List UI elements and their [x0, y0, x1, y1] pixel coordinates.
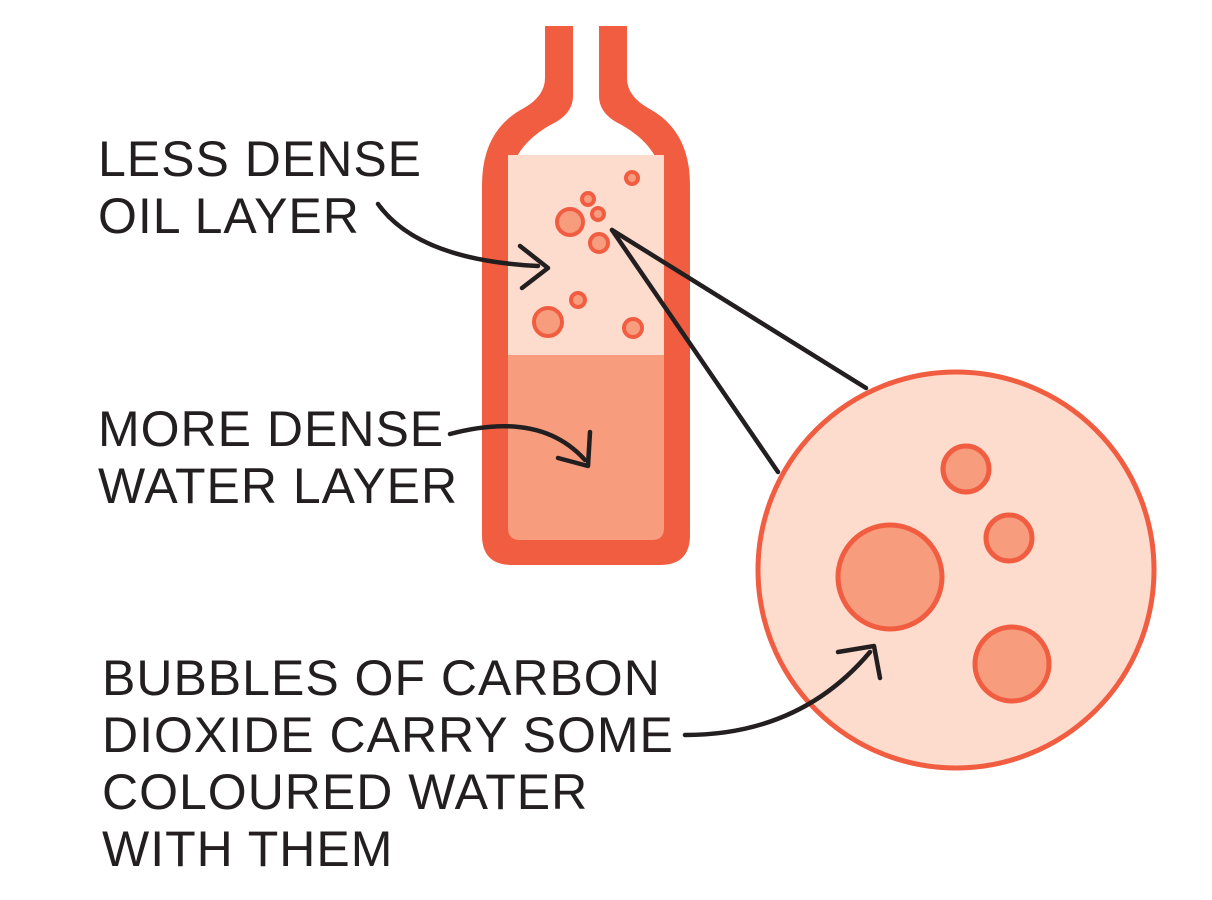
bubbles-label-line: DIOXIDE CARRY SOME — [102, 707, 674, 763]
bubbles-label-line: WITH THEM — [102, 821, 393, 877]
bottle — [482, 20, 690, 565]
magnified-bubbles — [835, 443, 1052, 704]
zoom-line-bottom — [609, 227, 781, 475]
bubble — [569, 291, 587, 309]
bubbles-label: BUBBLES OF CARBON DIOXIDE CARRY SOME COL… — [102, 650, 674, 877]
bubble — [580, 191, 596, 207]
water-layer — [508, 355, 664, 540]
large-bubble — [940, 443, 992, 495]
bubble — [622, 317, 644, 339]
bubble — [588, 232, 610, 254]
large-bubble — [983, 512, 1035, 564]
large-bubble — [835, 522, 945, 632]
bubble — [532, 306, 564, 338]
oil-arrow — [375, 201, 551, 291]
oil-layer-label: LESS DENSE OIL LAYER — [98, 131, 422, 244]
bubbles-label-line: COLOURED WATER — [102, 764, 588, 820]
bubble — [590, 206, 606, 222]
bubble — [555, 207, 585, 237]
oil-label-line: LESS DENSE — [98, 131, 422, 187]
large-bubble — [972, 624, 1052, 704]
water-label-line: WATER LAYER — [98, 458, 458, 514]
magnified-view — [755, 369, 1157, 771]
water-label-line: MORE DENSE — [98, 401, 444, 457]
bubble — [624, 170, 640, 186]
bottle-neck-gap — [573, 20, 599, 100]
magnifier-circle — [755, 369, 1157, 771]
zoom-line-top — [609, 227, 869, 391]
bubble-arrow — [682, 643, 883, 738]
water-layer-label: MORE DENSE WATER LAYER — [98, 401, 458, 514]
arrows — [375, 201, 883, 738]
bubbles-label-line: BUBBLES OF CARBON — [102, 650, 661, 706]
zoom-lines — [609, 227, 869, 475]
oil-label-line: OIL LAYER — [98, 188, 360, 244]
bottle-bubbles — [532, 170, 644, 339]
water-arrow — [447, 423, 593, 469]
